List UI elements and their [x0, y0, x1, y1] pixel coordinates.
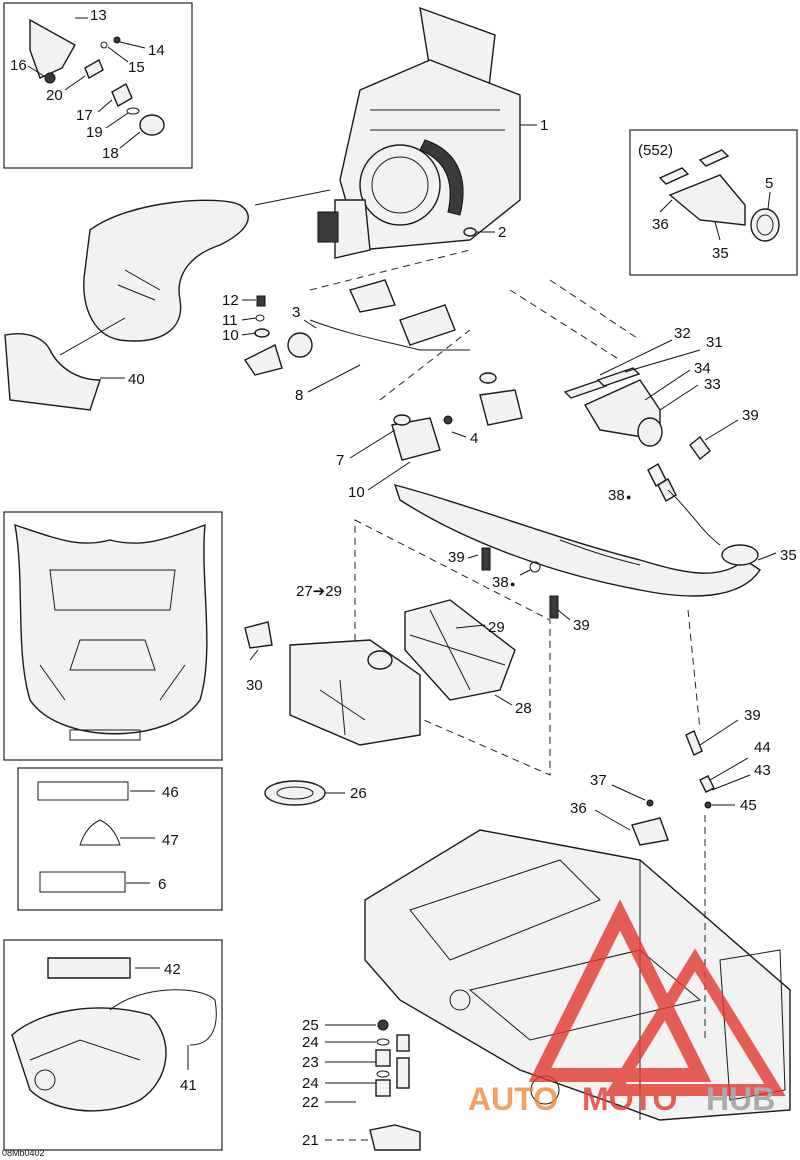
drawing-code: 08Mb0402 [2, 1148, 45, 1158]
callout-10: 10 [222, 327, 239, 344]
callout-47: 47 [162, 832, 179, 849]
callout-29: 29 [488, 619, 505, 636]
callout-16: 16 [10, 57, 27, 74]
callout-1: 1 [540, 117, 548, 134]
callout-11: 11 [222, 312, 238, 329]
callout-33: 33 [704, 376, 721, 393]
callout-38b: 38 [492, 574, 509, 591]
insert-code-label: (552) [638, 142, 673, 159]
inset-box-552: (552) [629, 129, 798, 276]
callout-7: 7 [336, 452, 344, 469]
callout-45: 45 [740, 797, 757, 814]
engine-mounts [243, 249, 523, 461]
callout-44: 44 [754, 739, 771, 756]
callout-2: 2 [498, 224, 506, 241]
exhaust-manifold [509, 279, 739, 502]
callout-40: 40 [128, 371, 145, 388]
decals-box [17, 767, 223, 911]
callout-30: 30 [246, 677, 263, 694]
callout-39d: 39 [744, 707, 761, 724]
belly-pan-box [3, 939, 223, 1151]
callout-38: 38 [608, 487, 625, 504]
callout-20: 20 [46, 87, 63, 104]
stopper-stack [325, 1019, 421, 1151]
spring-hardware [594, 609, 751, 1040]
callout-46: 46 [162, 784, 179, 801]
callout-41: 41 [180, 1077, 197, 1094]
callout-37: 37 [590, 772, 607, 789]
callout-42: 42 [164, 961, 181, 978]
callout-28: 28 [515, 700, 532, 717]
muffler-canister [244, 519, 551, 806]
callout-43: 43 [754, 762, 771, 779]
callout-4: 4 [470, 430, 478, 447]
callout-24: 24 [302, 1034, 319, 1051]
hood-box [3, 511, 223, 761]
callout-6: 6 [158, 876, 166, 893]
drop-icon: ● [626, 492, 631, 502]
watermark-logo: AUTO MOTO HUB [468, 899, 786, 1117]
callout-17: 17 [76, 107, 93, 124]
callout-18: 18 [102, 145, 119, 162]
callout-39b: 39 [448, 549, 465, 566]
callout-23: 23 [302, 1054, 319, 1071]
callout-21: 21 [302, 1132, 319, 1149]
callout-12: 12 [222, 292, 239, 309]
callout-25: 25 [302, 1017, 319, 1034]
inset-box-13-20 [3, 2, 193, 169]
watermark-text-3: HUB [706, 1081, 775, 1117]
callout-8: 8 [295, 387, 303, 404]
callout-36: 36 [652, 216, 669, 233]
callout-14: 14 [148, 42, 165, 59]
callout-39c: 39 [573, 617, 590, 634]
callout-22: 22 [302, 1094, 319, 1111]
callout-35b: 35 [780, 547, 797, 564]
callout-39: 39 [742, 407, 759, 424]
callout-36b: 36 [570, 800, 587, 817]
callout-27-29: 27➔29 [296, 583, 342, 600]
callout-5: 5 [765, 175, 773, 192]
callout-13: 13 [90, 7, 107, 24]
callout-32: 32 [674, 325, 691, 342]
callout-24b: 24 [302, 1075, 319, 1092]
watermark-text-1: AUTO [468, 1081, 558, 1117]
engine-assembly [317, 6, 537, 259]
callout-26: 26 [350, 785, 367, 802]
callout-19: 19 [86, 124, 103, 141]
callout-3: 3 [292, 304, 300, 321]
callout-35: 35 [712, 245, 729, 262]
drop-icon-2: ● [510, 579, 515, 589]
tuned-pipe [393, 483, 777, 621]
watermark-text-2: MOTO [582, 1081, 677, 1117]
callout-34: 34 [694, 360, 711, 377]
callout-31: 31 [706, 334, 723, 351]
callout-10b: 10 [348, 484, 365, 501]
air-silencer [4, 189, 331, 411]
callout-15: 15 [128, 59, 145, 76]
